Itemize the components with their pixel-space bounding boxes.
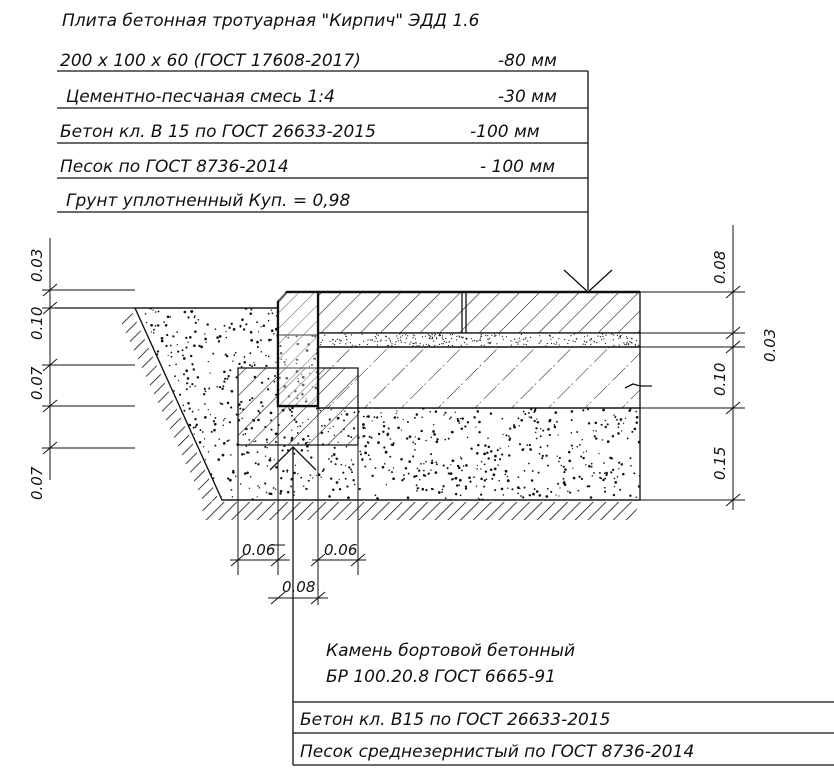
trench-left-wall [134, 307, 223, 501]
layer-thickness-cement-sand: -30 мм [498, 87, 557, 107]
cement-sand-layer [317, 332, 641, 348]
layer-thickness-concrete: -100 мм [470, 122, 540, 142]
layer-label-soil: Грунт уплотненный Куп. = 0,98 [66, 191, 351, 211]
layer-thickness-sand: - 100 мм [480, 157, 555, 177]
bottom-label-concrete: Бетон кл. В15 по ГОСТ 26633-2015 [300, 710, 611, 730]
right-dim-0.08: 0.08 [711, 251, 729, 284]
bottom-layer-labels: Камень бортовой бетонный БР 100.20.8 ГОС… [292, 580, 834, 766]
curb-stone [276, 290, 320, 408]
left-dim-0.03: 0.03 [28, 249, 46, 282]
bottom-dim-0.08: 0.08 [282, 578, 315, 596]
bottom-dim-0.06-left: 0.06 [242, 541, 275, 559]
curb-label-line-2: БР 100.20.8 ГОСТ 6665-91 [326, 667, 556, 687]
concrete-base-layer [317, 346, 641, 409]
paving-slab-layer [317, 291, 641, 334]
left-dim-0.10: 0.10 [28, 307, 46, 340]
right-dim-0.03: 0.03 [761, 329, 779, 362]
top-layer-labels: Плита бетонная тротуарная "Кирпич" ЭДД 1… [57, 11, 613, 293]
left-dim-0.07-b: 0.07 [28, 466, 46, 500]
layer-label-slab-size: 200 х 100 х 60 (ГОСТ 17608-2017) [60, 51, 361, 71]
break-mark [624, 383, 652, 389]
left-dim-0.07-a: 0.07 [28, 366, 46, 400]
curb-label-line-1: Камень бортовой бетонный [326, 641, 575, 661]
layer-label-concrete: Бетон кл. В 15 по ГОСТ 26633-2015 [60, 122, 376, 142]
layer-label-paving-slab: Плита бетонная тротуарная "Кирпич" ЭДД 1… [62, 11, 480, 31]
bottom-dim-0.06-right: 0.06 [324, 541, 357, 559]
right-dimension-chain: 0.08 0.03 0.10 0.15 [640, 225, 779, 510]
bottom-dimension-chain: 0.06 0.06 0.08 [230, 406, 366, 605]
bottom-label-sand: Песок среднезернистый по ГОСТ 8736-2014 [300, 742, 694, 762]
right-dim-0.10: 0.10 [711, 363, 729, 396]
layer-label-sand: Песок по ГОСТ 8736-2014 [60, 157, 289, 177]
left-dimension-chain: 0.03 0.10 0.07 0.07 [28, 238, 135, 500]
layer-label-cement-sand: Цементно-песчаная смесь 1:4 [66, 87, 335, 107]
right-dim-0.15: 0.15 [711, 447, 729, 480]
layer-thickness-slab: -80 мм [498, 51, 557, 71]
ground-hatching [120, 312, 640, 520]
